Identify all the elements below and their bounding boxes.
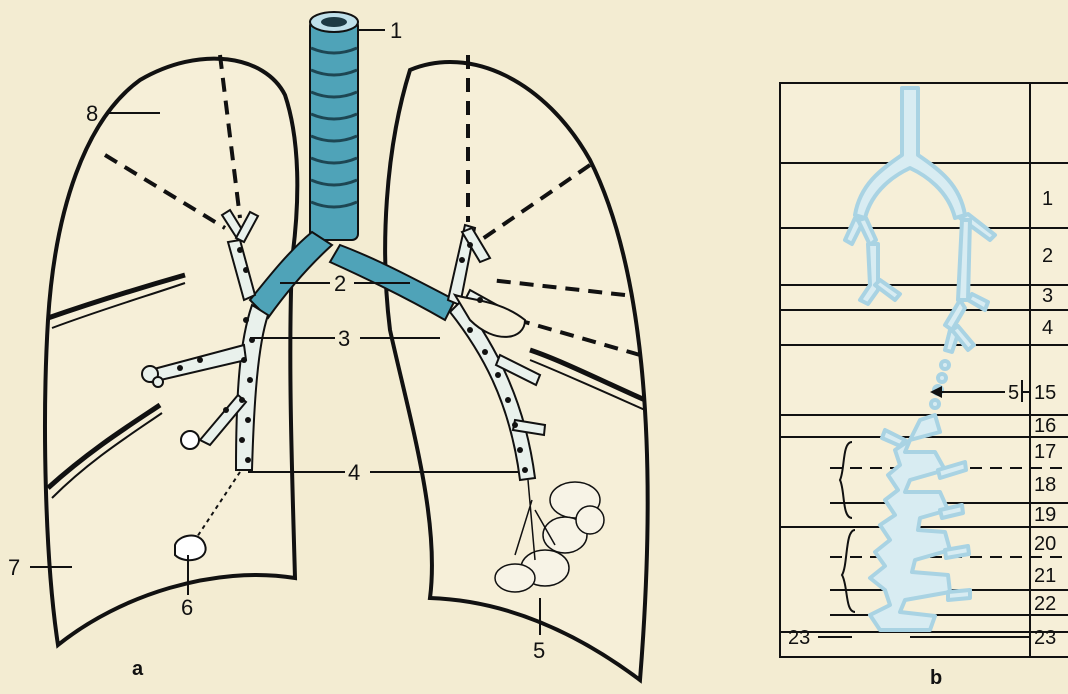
generation-label: 23 (1034, 627, 1056, 649)
generation-label: 15 (1034, 382, 1056, 404)
generation-label: 3 (1042, 285, 1053, 307)
label-8: 8 (86, 101, 98, 126)
label-7: 7 (8, 555, 20, 580)
generation-label: 2 (1042, 245, 1053, 267)
generation-label: 4 (1042, 317, 1053, 339)
panel-b-label: b (930, 667, 942, 689)
panel-a-label: a (132, 658, 144, 680)
label-4: 4 (348, 460, 360, 485)
label-1: 1 (390, 18, 402, 43)
generation-label: 1 (1042, 188, 1053, 210)
label-5: 5 (533, 638, 545, 663)
row-23-left-label: 23 (788, 627, 810, 649)
trachea (310, 12, 358, 240)
generation-label: 19 (1034, 504, 1056, 526)
pointer-label-5: 5 (1008, 382, 1019, 404)
generation-label: 21 (1034, 565, 1056, 587)
right-alveolus (175, 536, 206, 561)
generation-label: 20 (1034, 533, 1056, 555)
panel-b: 5 23 1 2 3 4 15 16 17 18 19 20 21 22 23 … (780, 83, 1068, 689)
label-2: 2 (334, 271, 346, 296)
panel-a: 1 2 3 4 5 6 7 8 a (8, 12, 648, 680)
generation-label: 16 (1034, 415, 1056, 437)
generation-label: 22 (1034, 593, 1056, 615)
label-3: 3 (338, 326, 350, 351)
generation-label: 18 (1034, 474, 1056, 496)
generation-label: 17 (1034, 441, 1056, 463)
label-6: 6 (181, 595, 193, 620)
